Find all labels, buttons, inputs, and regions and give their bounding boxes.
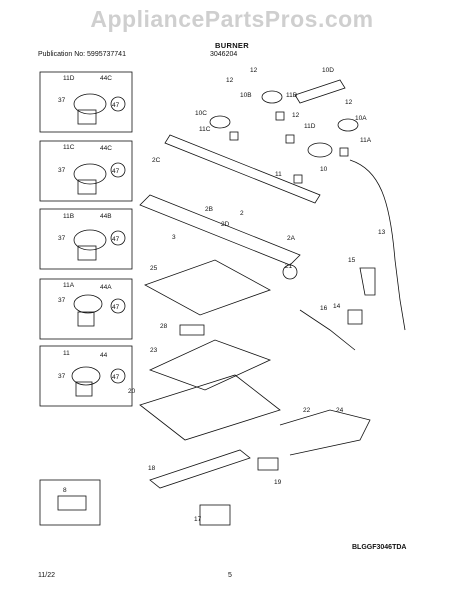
svg-text:47: 47 <box>112 236 120 243</box>
svg-text:44A: 44A <box>100 284 112 291</box>
svg-text:37: 37 <box>58 235 66 242</box>
svg-text:2: 2 <box>240 210 244 217</box>
svg-text:44: 44 <box>100 352 108 359</box>
svg-text:47: 47 <box>112 102 120 109</box>
tube-13 <box>349 159 406 331</box>
label-11c: 11C <box>63 144 75 151</box>
orifice-11a <box>339 147 349 157</box>
svg-text:11B: 11B <box>286 92 297 99</box>
orifice-11 <box>293 174 303 184</box>
burner-oval-10d <box>294 79 346 104</box>
tube-16 <box>299 309 356 351</box>
inset-box-11d <box>39 71 133 133</box>
inset-box-11 <box>39 345 133 407</box>
part-21 <box>282 264 298 280</box>
label-11: 11 <box>63 350 70 357</box>
manifold-pipe <box>164 134 321 204</box>
svg-text:12: 12 <box>250 67 258 74</box>
label-11a: 11A <box>63 282 75 289</box>
part-28 <box>179 324 205 336</box>
footer-page: 5 <box>228 572 232 579</box>
svg-text:37: 37 <box>58 297 66 304</box>
bracket-15 <box>359 267 376 296</box>
svg-text:11: 11 <box>275 171 282 178</box>
regulator-14 <box>347 309 363 325</box>
panel-20 <box>139 374 281 441</box>
svg-text:11D: 11D <box>304 123 316 130</box>
svg-text:47: 47 <box>112 374 120 381</box>
svg-text:25: 25 <box>150 265 158 272</box>
svg-text:10: 10 <box>320 166 328 173</box>
svg-text:11A: 11A <box>360 137 372 144</box>
svg-text:20: 20 <box>128 388 136 395</box>
inset-box-11c <box>39 140 133 202</box>
label-11b: 11B <box>63 213 74 220</box>
inset-box-11a <box>39 278 133 340</box>
footer-date: 11/22 <box>38 572 55 579</box>
burner-head-10c <box>209 115 231 129</box>
svg-text:22: 22 <box>303 407 311 414</box>
svg-text:37: 37 <box>58 167 66 174</box>
svg-text:44C: 44C <box>100 145 112 152</box>
valve-illustrations <box>57 93 126 511</box>
svg-text:19: 19 <box>274 479 282 486</box>
fitting-19 <box>257 457 279 471</box>
svg-text:15: 15 <box>348 257 356 264</box>
svg-text:12: 12 <box>345 99 353 106</box>
rail-18 <box>149 449 251 489</box>
svg-text:2B: 2B <box>205 206 213 213</box>
svg-text:23: 23 <box>150 347 158 354</box>
svg-text:37: 37 <box>58 373 66 380</box>
svg-text:10A: 10A <box>355 115 367 122</box>
svg-text:24: 24 <box>336 407 344 414</box>
svg-text:2A: 2A <box>287 235 296 242</box>
model-code: 3046204 <box>210 51 238 58</box>
svg-text:44C: 44C <box>100 75 112 82</box>
svg-text:12: 12 <box>292 112 300 119</box>
diagram-code: BLGGF3046TDA <box>352 544 407 551</box>
svg-text:14: 14 <box>333 303 341 310</box>
svg-text:18: 18 <box>148 465 156 472</box>
label-8: 8 <box>63 487 67 494</box>
orifice-11d <box>285 134 295 144</box>
watermark: AppliancePartsPros.com <box>90 6 374 32</box>
svg-text:2D: 2D <box>221 221 230 228</box>
publication-number: Publication No: 5995737741 <box>38 51 126 58</box>
svg-text:17: 17 <box>194 516 202 523</box>
panel-25 <box>144 259 271 316</box>
svg-text:2C: 2C <box>152 157 161 164</box>
svg-text:11C: 11C <box>199 126 211 133</box>
callout-labels: 11D 11C 11B 11A 11 8 44C 37 47 44C 37 47… <box>58 67 386 523</box>
inset-box-8 <box>39 479 101 526</box>
svg-text:16: 16 <box>320 305 328 312</box>
orifice-11b <box>275 111 285 121</box>
svg-text:21: 21 <box>285 263 293 270</box>
svg-text:44B: 44B <box>100 213 112 220</box>
section-title: BURNER <box>215 41 249 50</box>
label-11d: 11D <box>63 75 75 82</box>
svg-text:10C: 10C <box>195 110 207 117</box>
orifice-11c <box>229 131 239 141</box>
svg-text:37: 37 <box>58 97 66 104</box>
inset-box-11b <box>39 208 133 270</box>
svg-text:12: 12 <box>226 77 234 84</box>
svg-text:10D: 10D <box>322 67 334 74</box>
burner-head-10a <box>337 118 359 132</box>
valve-17 <box>199 504 231 526</box>
gas-line-22 <box>279 409 371 456</box>
rail-23 <box>148 339 272 391</box>
svg-text:28: 28 <box>160 323 168 330</box>
svg-text:10B: 10B <box>240 92 252 99</box>
burner-head-10b <box>261 90 283 104</box>
svg-text:47: 47 <box>112 168 120 175</box>
manifold-bar <box>139 194 301 266</box>
burner-head-10 <box>307 142 333 158</box>
svg-text:47: 47 <box>112 304 120 311</box>
svg-text:13: 13 <box>378 229 386 236</box>
svg-text:3: 3 <box>172 234 176 241</box>
